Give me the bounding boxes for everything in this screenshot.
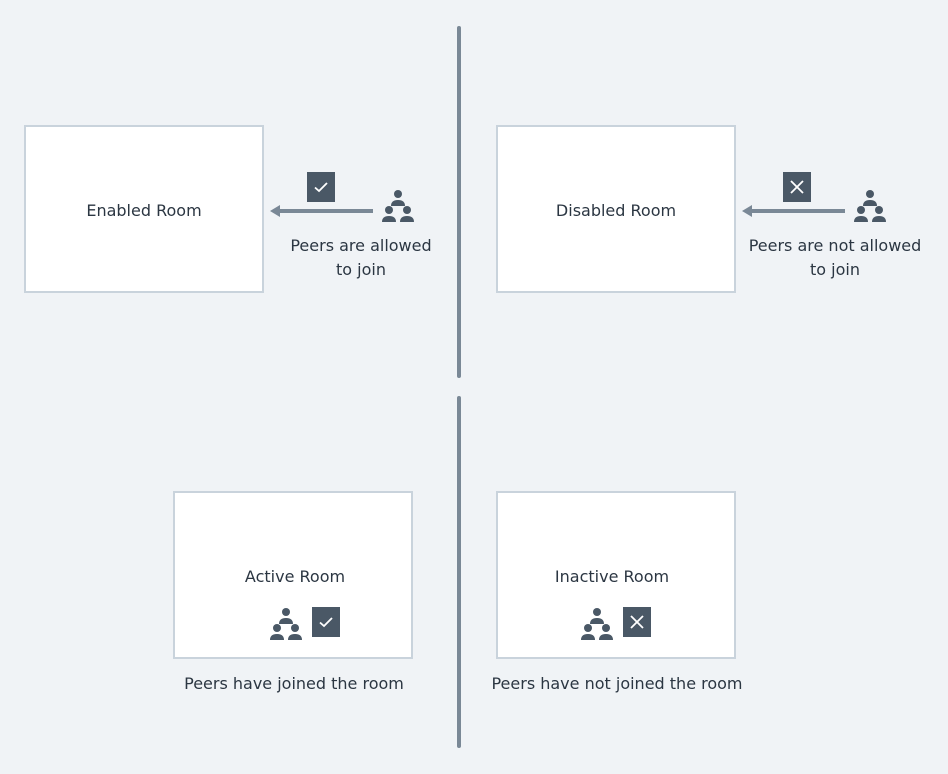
inactive-caption: Peers have not joined the room (491, 674, 743, 693)
peers-icon (382, 190, 414, 222)
enabled-caption-line1: Peers are allowed (290, 236, 432, 255)
x-icon (623, 607, 651, 637)
enabled-caption-line2: to join (336, 260, 386, 279)
x-icon (783, 172, 811, 202)
check-icon (312, 607, 340, 637)
peers-icon (581, 608, 613, 640)
peers-icon (270, 608, 302, 640)
disabled-caption-line1: Peers are not allowed (748, 236, 922, 255)
inactive-room-label: Inactive Room (554, 567, 670, 586)
inactive-room-box: Inactive Room (496, 491, 736, 659)
bottom-divider (457, 396, 461, 748)
disabled-room-label: Disabled Room (555, 201, 677, 220)
disabled-room-box: Disabled Room (496, 125, 736, 293)
enabled-arrow-icon (270, 205, 373, 217)
disabled-arrow-icon (742, 205, 845, 217)
active-room-label: Active Room (244, 567, 346, 586)
enabled-room-label: Enabled Room (86, 201, 202, 220)
enabled-caption: Peers are allowed to join (280, 234, 442, 282)
top-divider (457, 26, 461, 378)
disabled-caption-line2: to join (810, 260, 860, 279)
enabled-room-box: Enabled Room (24, 125, 264, 293)
disabled-caption: Peers are not allowed to join (744, 234, 926, 282)
check-icon (307, 172, 335, 202)
active-room-box: Active Room (173, 491, 413, 659)
active-caption: Peers have joined the room (184, 674, 404, 693)
peers-icon (854, 190, 886, 222)
